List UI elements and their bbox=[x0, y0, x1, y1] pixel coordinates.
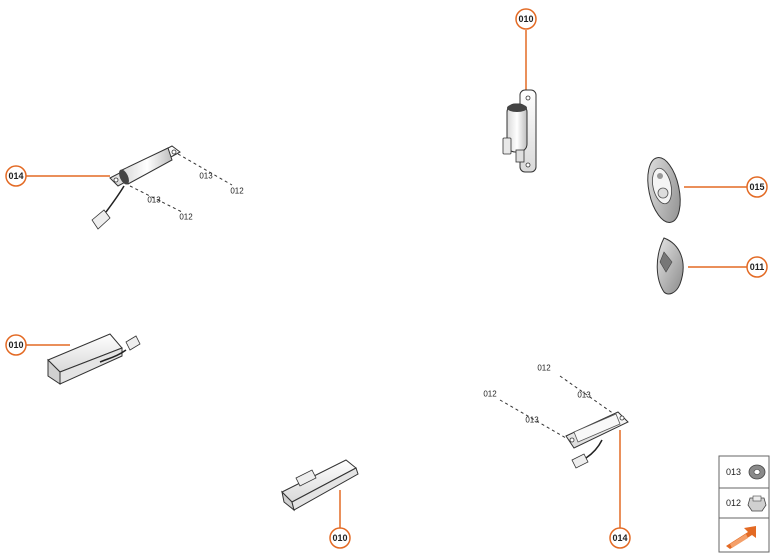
label-013: 013 bbox=[577, 391, 591, 400]
label-013: 013 bbox=[525, 416, 539, 425]
svg-text:010: 010 bbox=[518, 14, 533, 24]
label-012: 012 bbox=[179, 213, 193, 222]
callout-fob-round: 015 bbox=[746, 176, 768, 198]
callout-top-center: 010 bbox=[515, 8, 537, 30]
part-key-fob-leaf bbox=[656, 237, 748, 295]
legend: 013 012 bbox=[718, 455, 770, 553]
svg-text:011: 011 bbox=[750, 262, 765, 272]
label-013: 013 bbox=[199, 172, 213, 181]
arrow-logo-icon bbox=[726, 526, 756, 549]
svg-text:014: 014 bbox=[8, 171, 23, 181]
label-012: 012 bbox=[537, 364, 551, 373]
washer-icon bbox=[748, 464, 766, 480]
svg-text:010: 010 bbox=[8, 340, 23, 350]
part-lamp-angled-left bbox=[26, 145, 233, 230]
callout-bottom-right: 014 bbox=[609, 527, 631, 549]
callout-left-upper: 014 bbox=[5, 165, 27, 187]
callout-left-lower: 010 bbox=[5, 334, 27, 356]
svg-text:014: 014 bbox=[612, 533, 627, 543]
nut-icon bbox=[747, 495, 767, 512]
label-012: 012 bbox=[483, 390, 497, 399]
legend-code-013: 013 bbox=[726, 467, 741, 477]
part-key-fob-round bbox=[647, 157, 748, 223]
legend-code-012: 012 bbox=[726, 498, 741, 508]
part-lamp-cover-left bbox=[26, 333, 141, 385]
callout-fob-leaf: 011 bbox=[746, 256, 768, 278]
svg-text:010: 010 bbox=[332, 533, 347, 543]
part-lamp-vertical bbox=[502, 30, 537, 173]
callout-bottom-center: 010 bbox=[329, 527, 351, 549]
label-013: 013 bbox=[147, 196, 161, 205]
part-lamp-cover-bottom bbox=[281, 459, 359, 528]
label-012: 012 bbox=[230, 187, 244, 196]
part-lamp-angled-right bbox=[499, 375, 629, 528]
svg-text:015: 015 bbox=[749, 182, 764, 192]
